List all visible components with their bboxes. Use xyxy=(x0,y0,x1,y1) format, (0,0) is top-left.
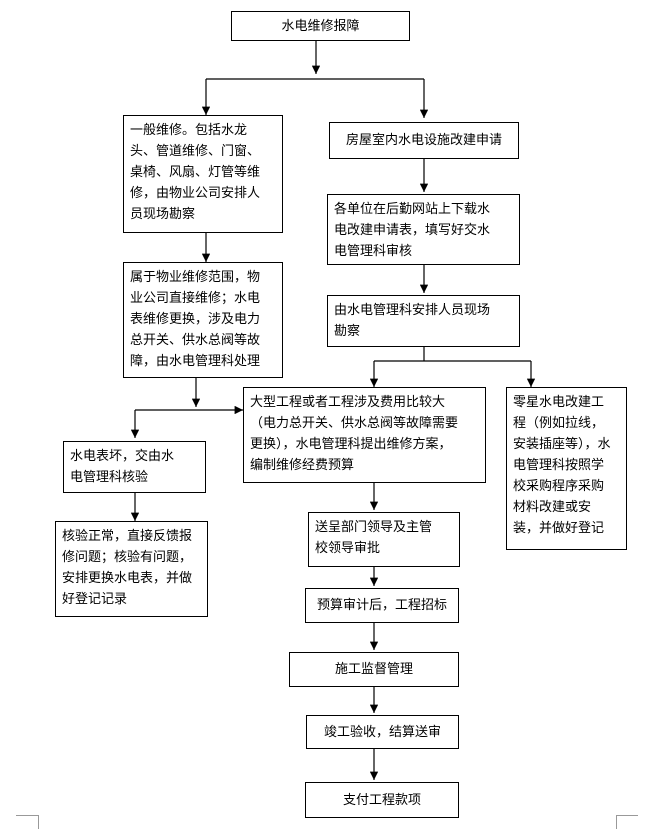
node-general-repair: 一般维修。包括水龙 头、管道维修、门窗、 桌椅、风扇、灯管等维 修，由物业公司安… xyxy=(123,115,283,233)
node-renovation-apply: 房屋室内水电设施改建申请 xyxy=(329,122,519,159)
page-corner-mark-right xyxy=(616,815,639,829)
node-download-form: 各单位在后勤网站上下载水 电改建申请表，填写好交水 电管理科审核 xyxy=(327,194,520,265)
page-corner-mark-left xyxy=(16,815,39,829)
node-survey: 由水电管理科安排人员现场 勘察 xyxy=(327,295,520,347)
node-start: 水电维修报障 xyxy=(231,11,410,41)
node-supervision: 施工监督管理 xyxy=(289,652,459,687)
node-meter-broken: 水电表坏，交由水 电管理科核验 xyxy=(63,441,206,493)
node-property-scope: 属于物业维修范围，物 业公司直接维修；水电 表维修更换，涉及电力 总开关、供水总… xyxy=(123,262,283,378)
node-payment: 支付工程款项 xyxy=(305,782,459,818)
node-large-project: 大型工程或者工程涉及费用比较大 （电力总开关、供水总阀等故障需要 更换），水电管… xyxy=(243,387,486,483)
page-corner-mark-left-h xyxy=(16,815,38,816)
node-small-renovation: 零星水电改建工 程（例如拉线， 安装插座等），水 电管理科按照学 校采购程序采购… xyxy=(506,387,627,550)
page-corner-mark-right-h xyxy=(616,815,638,816)
node-tender: 预算审计后，工程招标 xyxy=(305,588,459,623)
node-acceptance: 竣工验收，结算送审 xyxy=(306,715,459,749)
node-verify-result: 核验正常，直接反馈报 修问题；核验有问题， 安排更换水电表，并做 好登记记录 xyxy=(55,521,208,617)
node-submit-leaders: 送呈部门领导及主管 校领导审批 xyxy=(308,512,460,567)
